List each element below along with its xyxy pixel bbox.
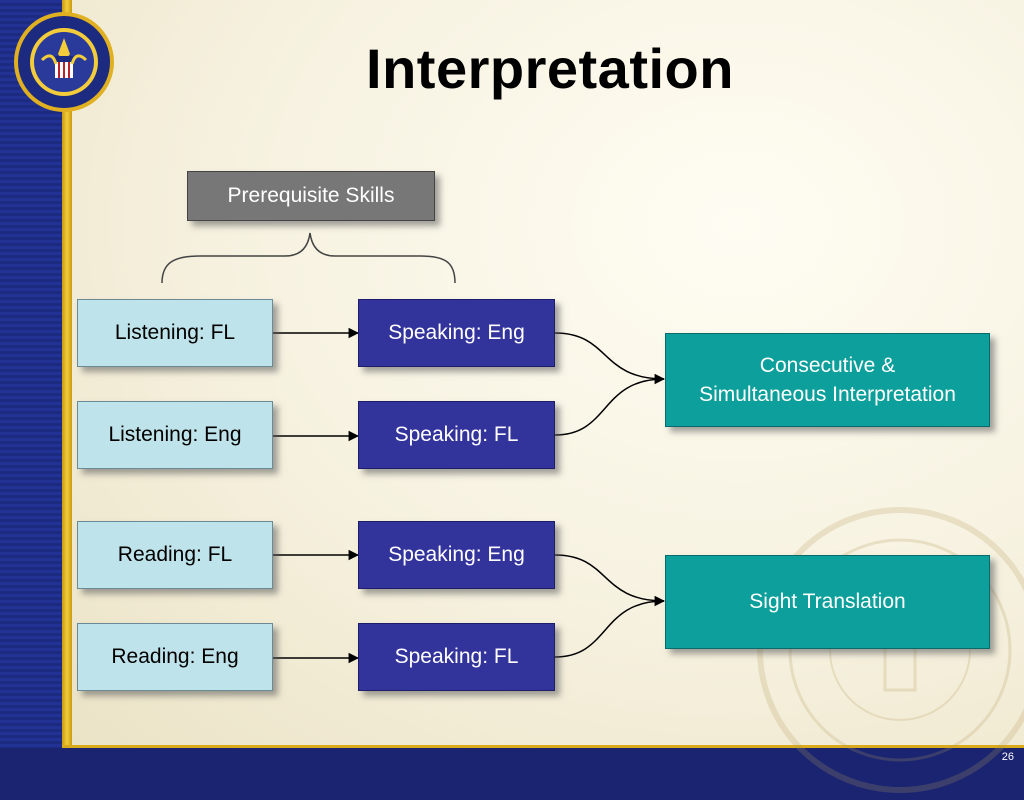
- gold-stripe: [62, 0, 72, 748]
- bottom-navy-band: [0, 748, 1024, 768]
- result-line-1: Consecutive &: [759, 353, 896, 377]
- curve-speaking-eng-1: [554, 332, 666, 385]
- flow-connectors: [161, 232, 666, 664]
- prerequisite-skills-box: Prerequisite Skills: [187, 171, 435, 221]
- reading-eng-box: Reading: Eng: [77, 623, 273, 691]
- prerequisite-brace: [161, 232, 456, 284]
- slide-title: Interpretation: [366, 37, 734, 100]
- curve-speaking-fl-2: [554, 600, 665, 658]
- speaking-fl-box-2: Speaking: FL: [358, 623, 555, 691]
- listening-eng-box: Listening: Eng: [77, 401, 273, 469]
- curve-speaking-fl-1: [554, 378, 665, 436]
- speaking-eng-box-2: Speaking: Eng: [358, 521, 555, 589]
- consecutive-simultaneous-box: Consecutive & Simultaneous Interpretatio…: [665, 333, 990, 427]
- bottom-gold-stripe: [62, 745, 1024, 748]
- reading-fl-box: Reading: FL: [77, 521, 273, 589]
- department-seal-icon: [14, 12, 114, 112]
- result-line-2: Simultaneous Interpretation: [699, 383, 956, 406]
- slide-number: 26: [1001, 751, 1014, 763]
- curve-speaking-eng-2: [554, 554, 666, 607]
- listening-fl-box: Listening: FL: [77, 299, 273, 367]
- sight-translation-box: Sight Translation: [665, 555, 990, 649]
- speaking-eng-box-1: Speaking: Eng: [358, 299, 555, 367]
- speaking-fl-box-1: Speaking: FL: [358, 401, 555, 469]
- left-navy-band: [0, 0, 62, 768]
